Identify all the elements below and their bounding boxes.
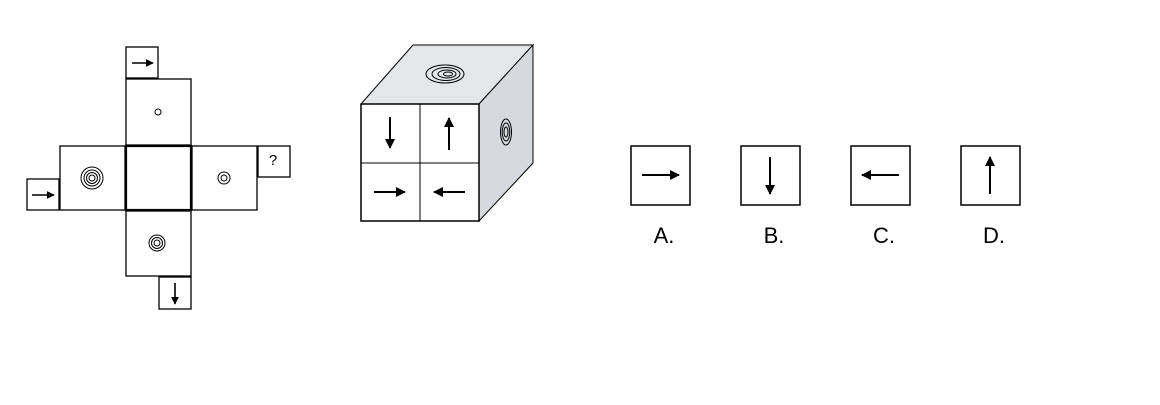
net-tile-left-small	[26, 178, 60, 211]
question-mark: ?	[269, 152, 277, 169]
option-a-box[interactable]	[630, 145, 691, 206]
net-face-bottom	[125, 210, 192, 277]
concentric-circles-icon	[80, 166, 104, 190]
option-b-label[interactable]: B.	[763, 223, 785, 248]
cube-3d	[359, 43, 535, 223]
option-d-label[interactable]: D.	[983, 223, 1005, 248]
net-tile-question: ?	[257, 145, 291, 178]
spiral-ellipse-icon	[425, 64, 465, 84]
side-concentric-icon	[500, 118, 512, 146]
triple-circle-icon	[148, 234, 166, 252]
option-c-box[interactable]	[850, 145, 911, 206]
net-tile-bottom-small	[158, 276, 192, 310]
option-c-label[interactable]: C.	[873, 223, 895, 248]
small-circle-icon	[154, 108, 162, 116]
net-face-top	[125, 78, 192, 146]
cube-net: ?	[26, 46, 291, 310]
net-face-right	[191, 145, 258, 211]
net-face-left	[59, 145, 126, 211]
net-tile-top-small	[125, 46, 159, 79]
option-a-label[interactable]: A.	[653, 223, 675, 248]
option-d-box[interactable]	[960, 145, 1021, 206]
double-circle-icon	[217, 171, 231, 185]
option-b-box[interactable]	[740, 145, 801, 206]
net-face-center	[124, 144, 193, 212]
